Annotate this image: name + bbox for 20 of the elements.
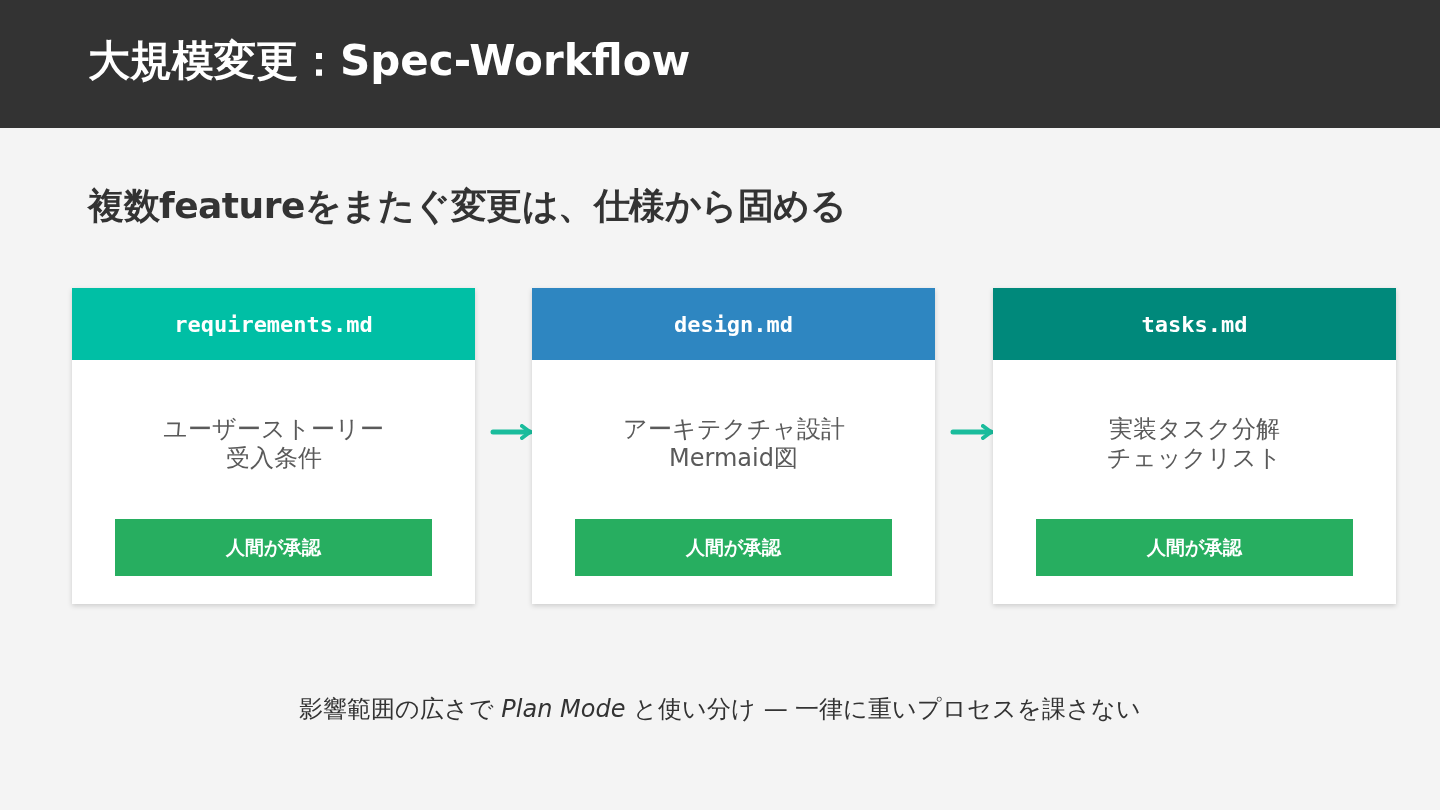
approval-bar — [1036, 519, 1353, 576]
card-description: ユーザーストーリー受入条件 — [162, 415, 385, 473]
file-name: requirements.md — [174, 311, 373, 337]
card-description: 実装タスク分解チェックリスト — [1106, 415, 1283, 473]
approval-bar — [115, 519, 432, 576]
approval-label: 人間が承認 — [686, 534, 781, 560]
file-name: design.md — [673, 311, 794, 337]
slide-title: 大規模変更：Spec-Workflow — [88, 36, 691, 87]
approval-bar — [575, 519, 892, 576]
document-card — [72, 288, 475, 604]
document-card — [532, 288, 935, 604]
footnote: 影響範囲の広さで Plan Mode と使い分け — 一律に重いプロセスを課さない — [298, 694, 1142, 725]
approval-label: 人間が承認 — [1147, 534, 1242, 560]
file-name: tasks.md — [1141, 311, 1248, 337]
approval-label: 人間が承認 — [226, 534, 321, 560]
arrow — [490, 424, 533, 440]
subtitle: 複数featureをまたぐ変更は、仕様から固める — [88, 184, 847, 228]
card-description: アーキテクチャ設計Mermaid図 — [621, 415, 846, 473]
document-card — [993, 288, 1396, 604]
arrow — [950, 424, 994, 440]
